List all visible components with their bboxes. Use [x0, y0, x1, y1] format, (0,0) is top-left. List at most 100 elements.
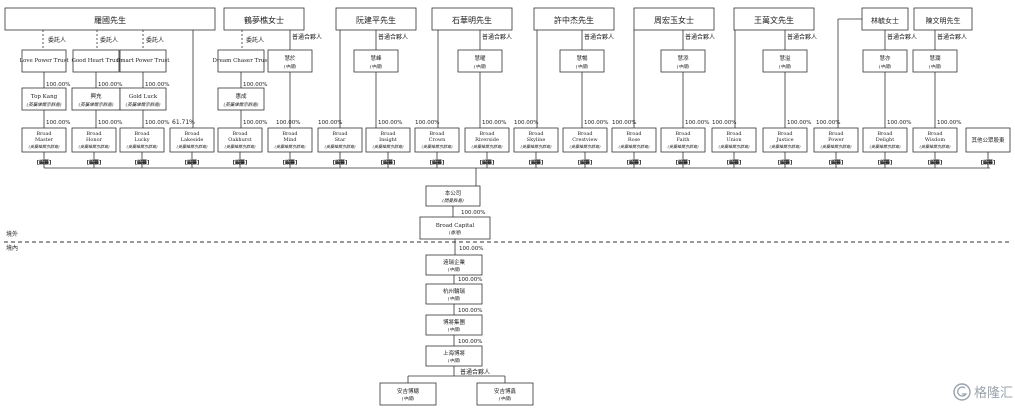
- shanghai-bojiang-name: 上海博將: [443, 349, 466, 357]
- hui3-name: 慧曜: [474, 54, 486, 62]
- person-lin-name: 林毓女士: [871, 16, 899, 25]
- yuanrui-name: 遠瑞企業: [443, 258, 466, 266]
- pct-label: 100.00%: [482, 120, 506, 126]
- person-shi-name: 石華明先生: [452, 15, 492, 25]
- person-shi: 石華明先生: [431, 7, 513, 31]
- redacted-marker: [編纂]: [878, 159, 893, 166]
- watermark-text: 格隆汇: [974, 385, 1013, 401]
- holdco-top-kang: Top Kang (英屬維爾京群島): [21, 87, 67, 111]
- redacted-marker: [編纂]: [529, 159, 544, 166]
- person-ruan-name: 阮建平先生: [356, 15, 396, 25]
- hui6-sub: (中國): [779, 63, 792, 70]
- anji-bocong-sub: (中國): [402, 395, 415, 402]
- pct-label: 100.00%: [145, 82, 169, 88]
- pct-label: 100.00%: [46, 120, 70, 126]
- anji-boxin-sub: (中國): [499, 395, 512, 402]
- broad-entity-jurisdiction: (英屬維爾京群島): [421, 144, 453, 149]
- trust-dream-name: Dream Chaser Trust: [213, 58, 271, 64]
- pct-label: 100.00%: [243, 82, 267, 88]
- broad-entity-jurisdiction: (英屬維爾京群島): [274, 144, 306, 149]
- redacted-marker: [編纂]: [981, 159, 996, 166]
- pct-label: 100.00%: [378, 120, 402, 126]
- redacted-marker: [編纂]: [430, 159, 445, 166]
- partnership-hui8: 慧瀾 (中國): [912, 49, 958, 73]
- redacted-marker: [編纂]: [480, 159, 495, 166]
- person-ruan: 阮建平先生: [335, 7, 417, 31]
- broad-entity-jurisdiction: (英屬維爾京群島): [718, 144, 750, 149]
- gp-label: 普通合夥人: [482, 33, 512, 41]
- pct-label: 100.00%: [458, 308, 482, 314]
- redacted-marker: [編纂]: [928, 159, 943, 166]
- partnership-hui6: 慧溢 (中國): [762, 49, 808, 73]
- redacted-marker: [編纂]: [37, 159, 52, 166]
- pct-label: 100.00%: [787, 120, 811, 126]
- holdco-xinglong-sub: (英屬維爾京群島): [78, 101, 113, 108]
- redacted-marker: [編纂]: [578, 159, 593, 166]
- bojiang-group-box: 博將集團 (中國): [425, 314, 483, 336]
- trust-love-power: Love Power Trust: [19, 49, 69, 73]
- broad-entity-frame: [169, 127, 215, 153]
- broad-entity-jurisdiction: (英屬維爾京群島): [869, 144, 901, 149]
- onshore-label: 境內: [6, 244, 18, 252]
- broad-entity-frame: [711, 127, 757, 153]
- watermark: 格隆汇: [953, 383, 1013, 401]
- holdco-huicheng-sub: (英屬維爾京群島): [223, 101, 258, 108]
- partnership-hui1: 慧於 (中國): [267, 49, 313, 73]
- pct-label: 100.00%: [712, 120, 736, 126]
- yuanrui-sub: (中國): [448, 266, 461, 273]
- broad-entity-jurisdiction: (英屬維爾京群島): [224, 144, 256, 149]
- partnership-hui7: 慧亦 (中國): [862, 49, 908, 73]
- gp-label: 普通合夥人: [292, 33, 322, 41]
- trust-smart-power: Smart Power Trust: [117, 49, 170, 73]
- gp-label: 普通合夥人: [887, 33, 917, 41]
- shanghai-bojiang-sub: (中國): [448, 357, 461, 364]
- broad-entity-jurisdiction: (英屬維爾京群島): [78, 144, 110, 149]
- pct-label: 100.00%: [685, 120, 709, 126]
- redacted-marker: [編纂]: [135, 159, 150, 166]
- broad-entity-frame: [21, 127, 67, 153]
- pct-label: 100.00%: [98, 120, 122, 126]
- pct-label: 100.00%: [459, 246, 483, 252]
- company-box: 本公司 (開曼群島): [425, 185, 481, 207]
- partnership-hui3: 慧曜 (中國): [457, 49, 503, 73]
- hui4-sub: (中國): [576, 63, 589, 70]
- gp-label: 普通合夥人: [937, 33, 967, 41]
- holdco-top-name: Top Kang: [31, 94, 58, 100]
- broad-entity-jurisdiction: (英屬維爾京群島): [324, 144, 356, 149]
- broad-capital-sub: (香港): [449, 229, 462, 236]
- broad-entity-19: 其他公眾股東[編纂]: [965, 127, 1011, 168]
- hui8-sub: (中國): [929, 63, 942, 70]
- holdco-huicheng: 惠成 (英屬維爾京群島): [217, 87, 265, 111]
- redacted-marker: [編纂]: [727, 159, 742, 166]
- broad-entity-frame: [119, 127, 165, 153]
- holdco-xinglong-name: 興充: [90, 92, 102, 100]
- hui5-sub: (中國): [677, 63, 690, 70]
- person-zhou: 周宏玉女士: [633, 7, 715, 31]
- hui7-sub: (中國): [879, 63, 892, 70]
- pct-label: 100.00%: [243, 120, 267, 126]
- broad-entity-jurisdiction: (英屬維爾京群島): [471, 144, 503, 149]
- gp-label: 普通合夥人: [460, 368, 490, 376]
- broad-entity-frame: [562, 127, 608, 153]
